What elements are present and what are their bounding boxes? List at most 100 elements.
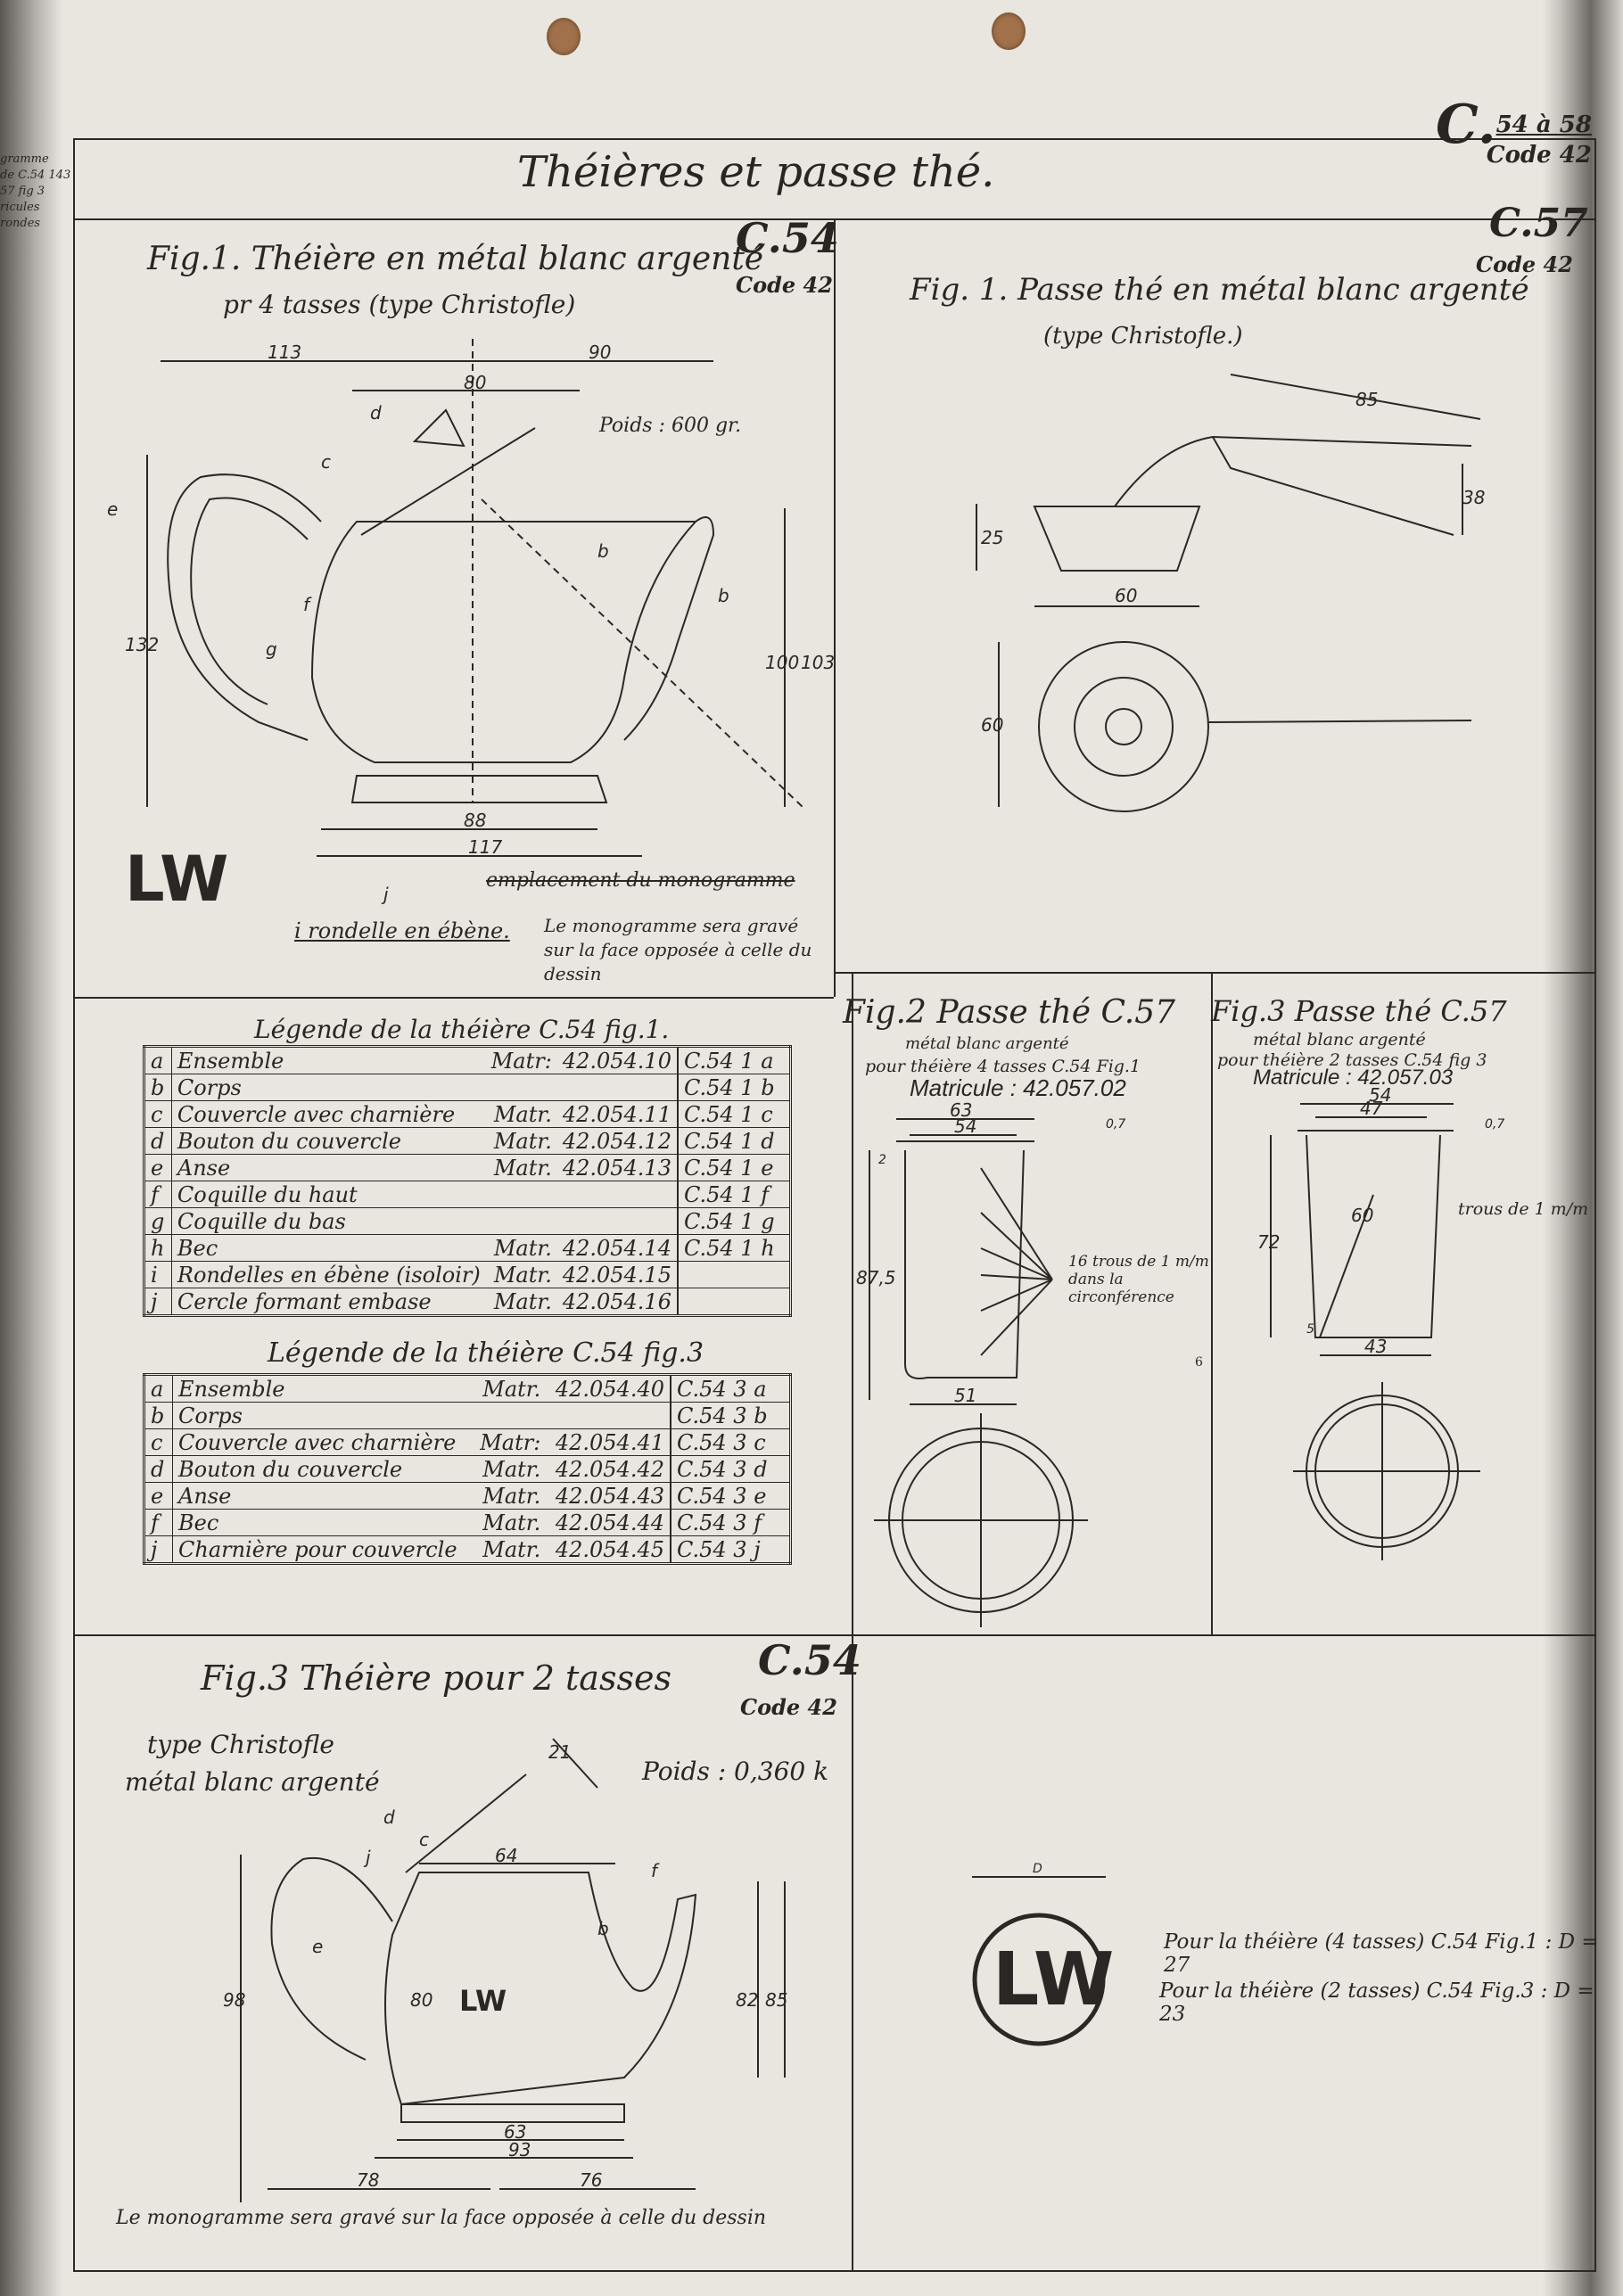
svg-text:85: 85 (1355, 389, 1378, 410)
svg-text:80: 80 (410, 1989, 433, 2011)
svg-text:c: c (321, 451, 331, 473)
divider (73, 1634, 1594, 1636)
strainer-subtitle: (type Christofle.) (1043, 323, 1243, 350)
legend-cell-matr: Matr. (485, 1127, 557, 1155)
legend-cell-name: Cercle formant embase (171, 1288, 486, 1316)
fig3-type: type Christofle (147, 1730, 334, 1759)
emplacement-label: emplacement du monogramme (486, 869, 795, 892)
legend-cell-ref (676, 1261, 791, 1288)
scan-edge-right (1543, 0, 1623, 2296)
legend-cell-ref: C.54 1 c (676, 1100, 791, 1128)
svg-text:60: 60 (1115, 585, 1137, 606)
svg-text:60: 60 (981, 714, 1003, 736)
fig3s-title: Fig.3 Passe thé C.57 (1211, 994, 1507, 1028)
legend-cell-k: i (144, 1261, 172, 1288)
legend-cell-num (556, 1207, 678, 1235)
legend-cell-matr: Matr. (472, 1455, 547, 1483)
divider (852, 972, 853, 2270)
svg-text:51: 51 (954, 1385, 976, 1406)
ref-c: C. (1436, 94, 1496, 156)
legend-cell-ref: C.54 1 g (676, 1207, 791, 1235)
svg-text:25: 25 (981, 527, 1003, 548)
legend-cell-matr (485, 1074, 557, 1101)
fig3-material: métal blanc argenté (125, 1767, 380, 1797)
svg-text:100: 100 (765, 652, 799, 673)
legend-cell-name: Couvercle avec charnière (171, 1100, 486, 1128)
strainer-code: Code 42 (1476, 251, 1573, 277)
legend-cell-k: j (144, 1288, 172, 1316)
fig2-for: pour théière 4 tasses C.54 Fig.1 (865, 1057, 1141, 1076)
legend-cell-ref: C.54 3 d (670, 1455, 791, 1483)
legend-cell-ref: C.54 1 e (676, 1154, 791, 1181)
legend-cell-num: 42.054.43 (546, 1482, 671, 1510)
legend-cell-ref: C.54 3 b (670, 1402, 791, 1429)
strainer-fig3-drawing: 54 47 72 60 43 0,7 5 (1257, 1084, 1504, 1560)
legend-cell-k: h (144, 1234, 172, 1262)
fig3s-for: pour théière 2 tasses C.54 fig 3 (1217, 1050, 1487, 1070)
monogram-emblem-small: LW (459, 1984, 507, 2018)
corner-ref: C.54 à 58 Code 42 (1436, 98, 1592, 173)
legend-cell-name: Bouton du couvercle (171, 1127, 486, 1155)
svg-text:87,5: 87,5 (856, 1267, 896, 1288)
svg-text:f: f (651, 1860, 660, 1881)
scan-edge-left (0, 0, 62, 2296)
legend-cell-name: Anse (171, 1154, 486, 1181)
fig1-title: Fig.1. Théière en métal blanc argenté (147, 241, 764, 277)
legend-cell-matr: Matr. (485, 1154, 557, 1181)
svg-text:b: b (718, 585, 729, 606)
svg-text:5: 5 (1306, 1322, 1314, 1337)
legend-cell-name: Ensemble (172, 1374, 473, 1403)
svg-text:103: 103 (801, 652, 834, 673)
legend-cell-num: 42.054.42 (546, 1455, 671, 1483)
page-mark: 6 (1195, 1355, 1203, 1370)
monogram-drawing: LW D (972, 1862, 1114, 2046)
fig1-code: Code 42 (736, 272, 833, 298)
fig3-weight: Poids : 0,360 k (642, 1757, 829, 1786)
margin-line: gramme (0, 152, 49, 166)
legend-cell-ref: C.54 1 h (676, 1234, 791, 1262)
teapot-fig1-drawing: 113 90 80 132 100 103 88 117 e b b c d f… (107, 339, 834, 916)
margin-line: ricules (0, 201, 40, 214)
drawing-frame (73, 138, 1596, 2272)
legend-cell-k: a (144, 1046, 172, 1074)
legend-cell-ref: C.54 3 c (670, 1428, 791, 1456)
svg-text:e: e (312, 1936, 323, 1957)
legend-cell-k: b (144, 1402, 173, 1429)
legend-cell-k: e (144, 1154, 172, 1181)
fig3-code: Code 42 (740, 1694, 837, 1720)
margin-line: 57 fig 3 (0, 185, 45, 198)
monogram-line-2: Pour la théière (2 tasses) C.54 Fig.3 : … (1159, 1979, 1594, 2026)
svg-text:82: 82 (736, 1989, 758, 2011)
svg-text:85: 85 (765, 1989, 787, 2011)
fig3s-holes: trous de 1 m/m (1458, 1199, 1589, 1219)
svg-text:38: 38 (1462, 487, 1485, 508)
svg-text:54: 54 (954, 1115, 976, 1137)
svg-text:D: D (1033, 1862, 1042, 1876)
legend-cell-k: d (144, 1127, 172, 1155)
legend-cell-num (546, 1402, 671, 1429)
strainer-ref: C.57 (1489, 201, 1588, 246)
svg-text:78: 78 (357, 2169, 379, 2191)
svg-text:j: j (363, 1847, 371, 1868)
svg-text:93: 93 (508, 2139, 531, 2160)
legend-cell-name: Bec (172, 1509, 473, 1536)
margin-line: de C.54 143 (0, 169, 71, 182)
fig2-title: Fig.2 Passe thé C.57 (843, 994, 1176, 1031)
fig3s-material: métal blanc argenté (1253, 1030, 1426, 1049)
legend-cell-k: e (144, 1482, 173, 1510)
fig3-title: Fig.3 Théière pour 2 tasses (201, 1658, 671, 1698)
legend-cell-ref: C.54 3 e (670, 1482, 791, 1510)
legend-cell-ref: C.54 1 d (676, 1127, 791, 1155)
legend-cell-name: Bec (171, 1234, 486, 1262)
ref-code: Code 42 (1486, 142, 1592, 169)
monogram-line-1: Pour la théière (4 tasses) C.54 Fig.1 : … (1164, 1930, 1599, 1977)
